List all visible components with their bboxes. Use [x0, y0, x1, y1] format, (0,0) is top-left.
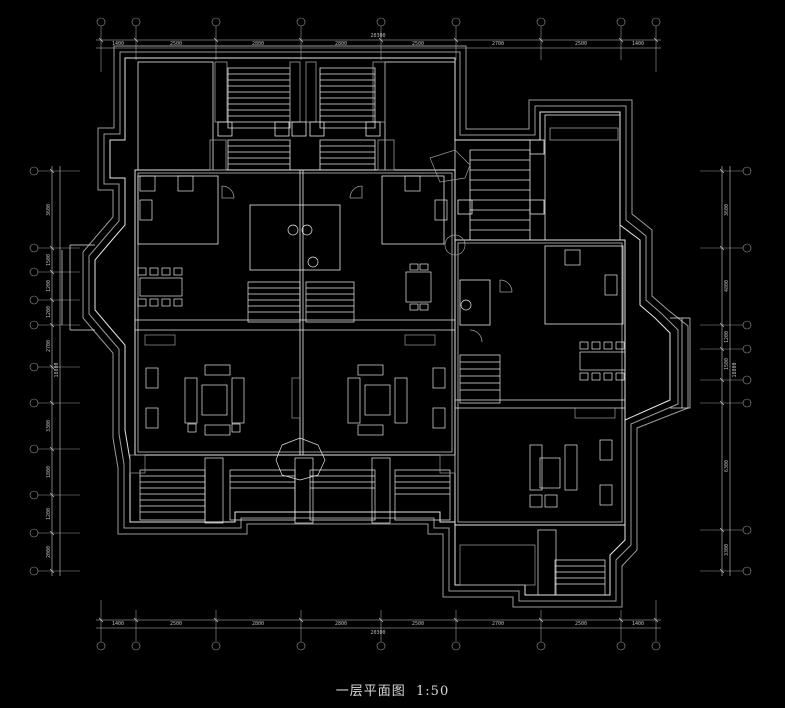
interior-walls: [135, 170, 625, 455]
dining-tables: [137, 263, 626, 381]
bay-windows: [61, 149, 691, 481]
dim-text: 1200: [724, 331, 730, 343]
dim-text: 2800: [335, 41, 347, 47]
dim-text: 2500: [575, 621, 587, 627]
dim-text: 2700: [492, 41, 504, 47]
dim-text: 4800: [724, 280, 730, 292]
kitchen-fixtures: [139, 175, 618, 311]
dim-text: 2500: [170, 621, 182, 627]
dim-text: 2700: [46, 340, 52, 352]
drawing-title: 一层平面图 1:50: [0, 680, 785, 699]
dim-text: 2000: [46, 546, 52, 558]
dim-text: 2800: [335, 621, 347, 627]
right-dimension-texts: 3600 4800 1200 1500 6300 3300 18800: [724, 204, 738, 556]
dim-text: 2800: [252, 621, 264, 627]
dim-text: 3600: [46, 204, 52, 216]
dim-total-text: 18800: [54, 362, 60, 377]
dimension-lines: [49, 37, 731, 629]
top-dimension-texts: 1400 2500 2800 2800 2500 2700 2500 1400 …: [112, 33, 644, 47]
dim-text: 1200: [46, 508, 52, 520]
dim-text: 2500: [170, 41, 182, 47]
dim-text: 2500: [575, 41, 587, 47]
drawing-scale: 1:50: [416, 684, 450, 699]
dim-text: 6300: [724, 460, 730, 472]
dim-text: 3300: [46, 420, 52, 432]
dim-text: 1400: [632, 621, 644, 627]
dim-text: 1500: [724, 358, 730, 370]
dim-total-text: 20300: [370, 630, 385, 636]
dim-text: 1400: [632, 41, 644, 47]
dim-text: 1400: [112, 621, 124, 627]
dim-text: 2500: [412, 41, 424, 47]
dim-text: 2500: [412, 621, 424, 627]
dim-text: 3600: [724, 204, 730, 216]
exterior-walls: [82, 45, 689, 608]
stairs: [129, 281, 606, 596]
drawing-title-text: 一层平面图: [335, 684, 406, 699]
left-dimension-texts: 3600 1500 1200 1200 2700 3300 1800 1200 …: [46, 204, 60, 558]
dim-text: 1200: [46, 306, 52, 318]
grid-axes: [29, 17, 752, 651]
bottom-dimension-texts: 1400 2500 2800 2800 2500 2700 2500 1400 …: [112, 621, 644, 636]
dim-text: 3300: [724, 544, 730, 556]
dim-text: 2700: [492, 621, 504, 627]
dim-total-text: 20300: [370, 33, 385, 39]
dim-text: 1500: [46, 254, 52, 266]
dim-text: 1200: [46, 280, 52, 292]
dim-text: 1800: [46, 466, 52, 478]
dim-text: 2800: [252, 41, 264, 47]
living-room-sofas: [144, 334, 616, 508]
dim-total-text: 18800: [732, 362, 738, 377]
dim-text: 1400: [112, 41, 124, 47]
top-terraces: [137, 61, 621, 241]
